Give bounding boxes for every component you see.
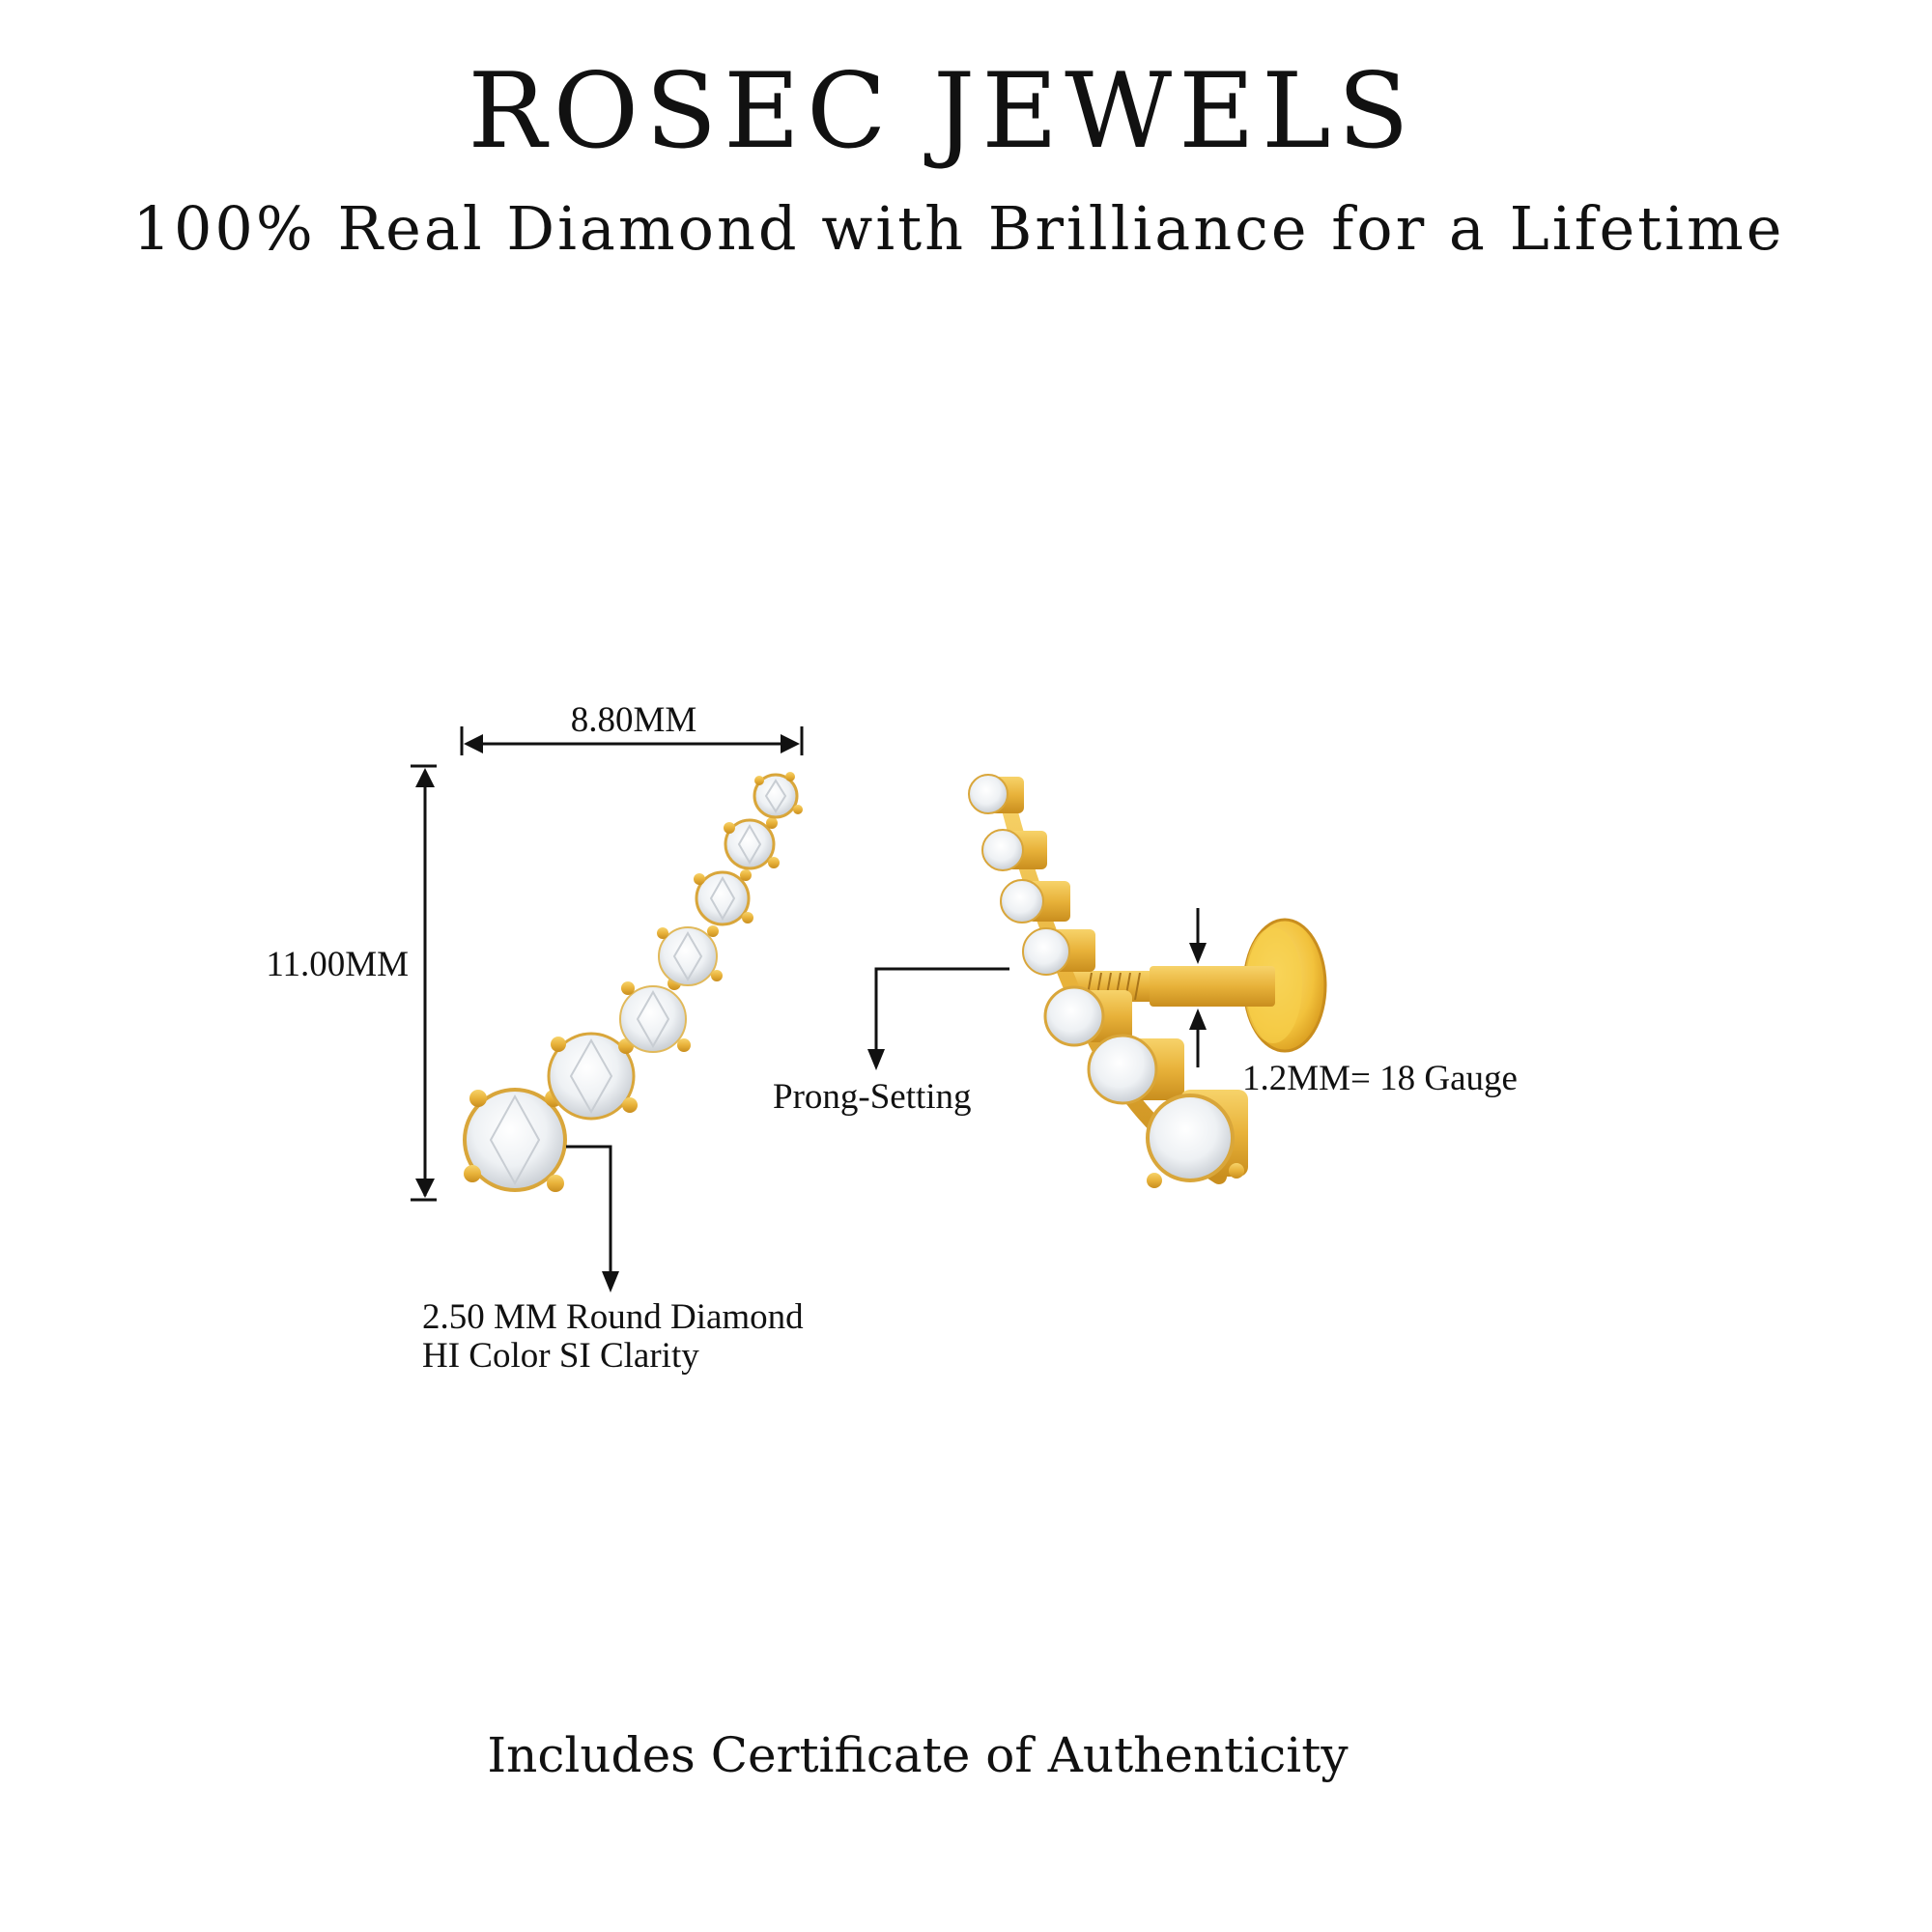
height-label: 11.00MM — [266, 945, 409, 984]
front-diamond — [724, 817, 780, 870]
width-dimension: 8.80MM — [460, 700, 804, 755]
prong-setting-label: Prong-Setting — [773, 1077, 972, 1117]
certificate-note: Includes Certificate of Authenticity — [487, 1727, 1349, 1783]
tagline: 100% Real Diamond with Brilliance for a … — [132, 193, 1785, 264]
height-dimension: 11.00MM — [266, 764, 437, 1202]
front-diamond — [657, 925, 723, 986]
labret-post — [1067, 966, 1275, 1007]
diamond-spec-line2: HI Color SI Clarity — [422, 1336, 699, 1376]
brand-title: ROSEC JEWELS — [468, 51, 1416, 172]
side-diamond — [1087, 1034, 1184, 1105]
diamond-spec-leader — [566, 1145, 619, 1293]
earring-side-view — [968, 774, 1327, 1188]
gauge-label: 1.2MM= 18 Gauge — [1242, 1059, 1518, 1098]
gauge-dimension — [1189, 908, 1207, 1067]
prong-setting-leader — [867, 967, 1009, 1070]
side-diamond — [981, 829, 1047, 871]
width-label: 8.80MM — [571, 700, 697, 740]
side-diamond — [1000, 879, 1070, 923]
front-diamond — [694, 869, 753, 926]
side-diamond — [1022, 927, 1095, 976]
side-diamond — [968, 774, 1024, 814]
side-diamond — [1146, 1090, 1248, 1188]
side-diamond — [1043, 985, 1132, 1047]
front-diamond — [753, 772, 803, 819]
front-diamond — [463, 1088, 567, 1192]
diamond-spec-line1: 2.50 MM Round Diamond — [422, 1297, 804, 1337]
front-diamond — [547, 1032, 638, 1121]
earring-front-view — [463, 772, 803, 1192]
front-diamond — [619, 977, 691, 1053]
